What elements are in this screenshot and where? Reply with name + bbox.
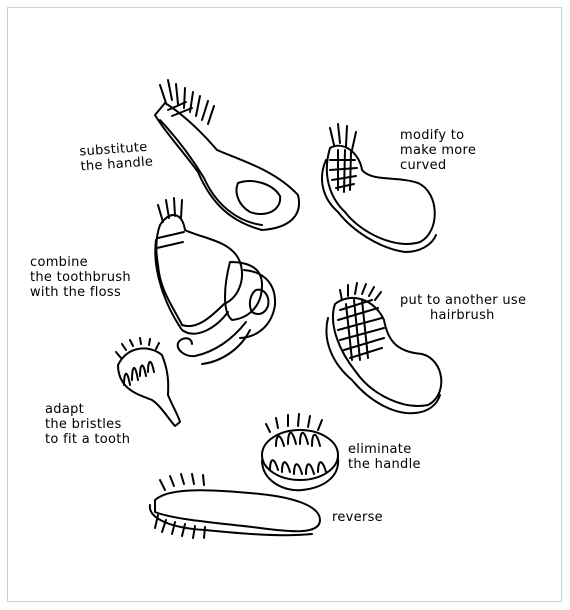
label-line: the toothbrush: [30, 270, 131, 285]
label-line: the handle: [348, 457, 421, 472]
label-substitute: substitute the handle: [79, 139, 154, 174]
label-modify: modify to make more curved: [400, 128, 476, 173]
label-reverse: reverse: [332, 510, 383, 525]
toothbrush-loop-handle-drawing: [155, 80, 299, 230]
label-line: make more: [400, 143, 476, 158]
label-line: modify to: [400, 128, 476, 143]
label-line: the bristles: [45, 417, 130, 432]
toothbrush-floss-drawing: [155, 198, 275, 364]
label-line: reverse: [332, 510, 383, 525]
label-adapt: adapt the bristles to fit a tooth: [45, 402, 130, 447]
label-line: with the floss: [30, 285, 131, 300]
label-line: curved: [400, 158, 476, 173]
headless-brush-drawing: [262, 414, 338, 490]
label-line: put to another use: [400, 293, 526, 308]
label-line: combine: [30, 255, 131, 270]
label-put-to-another-use: put to another use hairbrush: [400, 293, 526, 323]
label-line: adapt: [45, 402, 130, 417]
label-line: hairbrush: [430, 308, 526, 323]
label-line: eliminate: [348, 442, 421, 457]
reversed-toothbrush-drawing: [150, 474, 320, 538]
label-eliminate: eliminate the handle: [348, 442, 421, 472]
label-combine: combine the toothbrush with the floss: [30, 255, 131, 300]
label-line: to fit a tooth: [45, 432, 130, 447]
